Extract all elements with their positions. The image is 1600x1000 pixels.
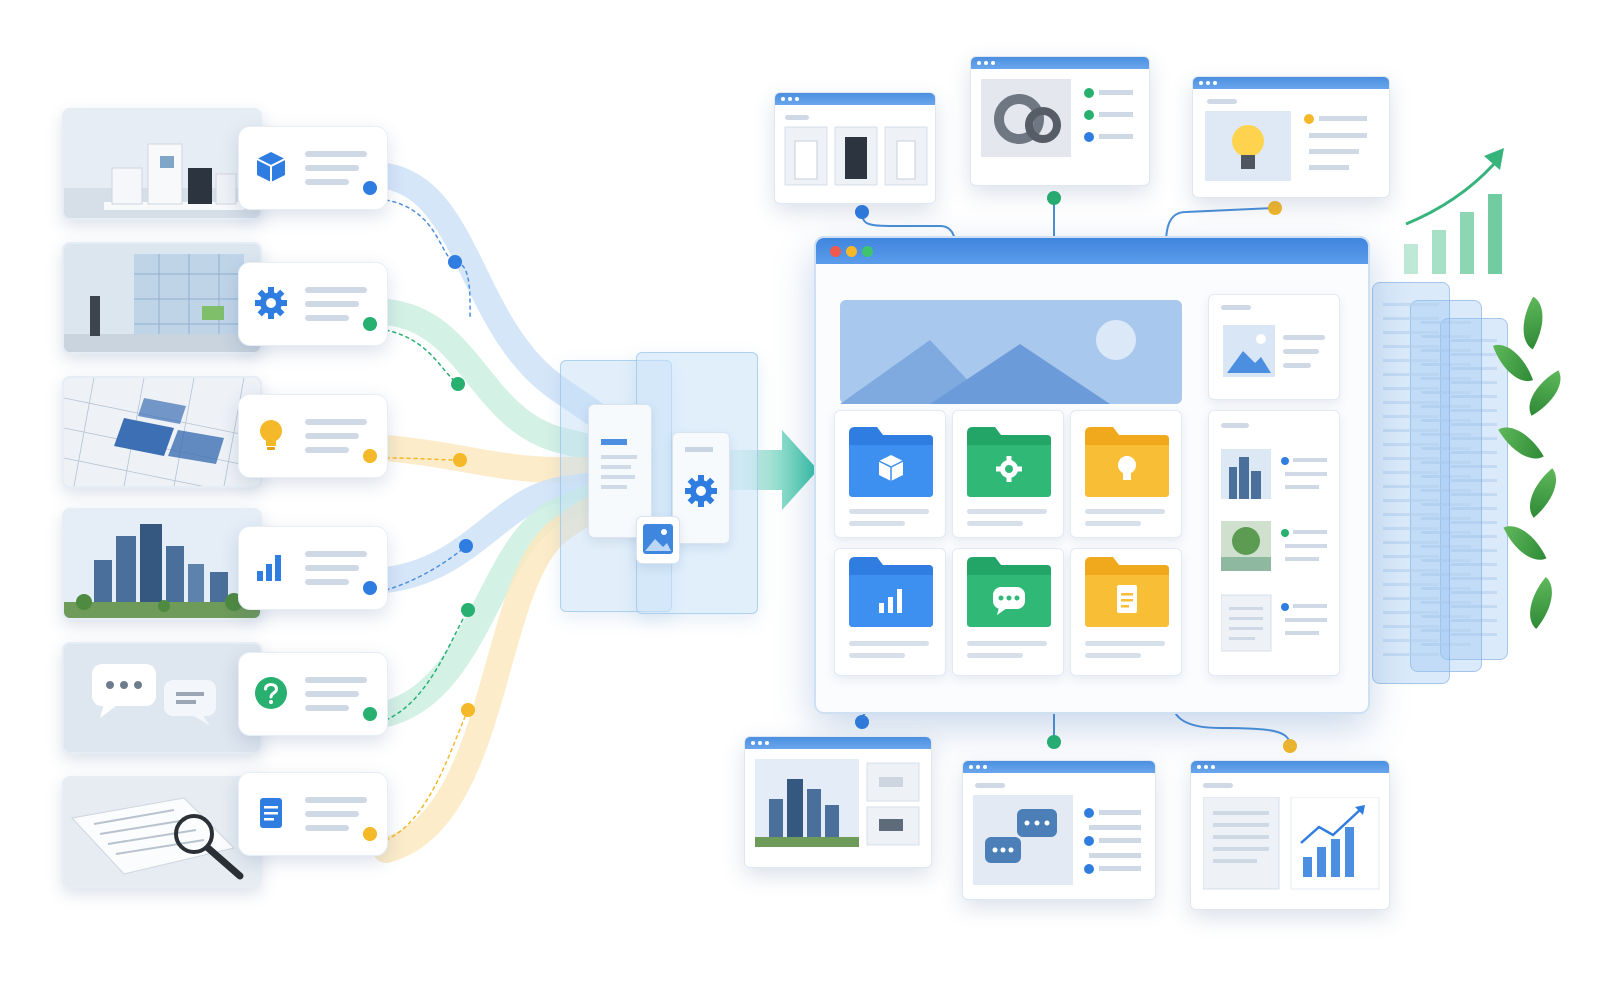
folder-yellow-icon [1085,427,1169,497]
appliances-photo [62,108,262,220]
growth-arrow-icon [1404,148,1504,274]
chat-window[interactable] [962,760,1156,900]
folder-tile-lightbulb[interactable] [1070,410,1182,538]
gears-content [981,79,1133,157]
chat-content [973,795,1141,885]
folder-tile-chart[interactable] [834,548,946,676]
folder-tile-chat[interactable] [952,548,1064,676]
source-chip-4[interactable] [238,526,388,610]
gears-window[interactable] [970,56,1150,186]
glass-office-photo [62,242,262,354]
document-icon [601,439,637,489]
source-chip-3[interactable] [238,394,388,478]
hero-image-placeholder [840,300,1182,404]
solar-blueprint-photo [62,376,262,488]
folder-green-icon [967,557,1051,627]
skyline-photo [62,508,262,620]
image-icon [1223,325,1275,377]
hub-gear-card [672,432,730,544]
lightbulb-content [1205,111,1367,181]
flow-nodes [448,255,475,717]
question-icon [255,677,287,709]
page-stack-1 [1372,282,1450,684]
appliances-window[interactable] [774,92,936,204]
document-search-photo [62,776,262,888]
image-icon [643,524,673,554]
chat-bubbles-photo [62,642,262,754]
source-chip-6[interactable] [238,772,388,856]
skyline-content [755,759,920,847]
main-window[interactable] [814,236,1370,714]
folder-green-icon [967,427,1051,497]
source-chip-2[interactable] [238,262,388,346]
sidebar-thumbs [1221,449,1327,652]
folder-blue-icon [849,427,933,497]
appliances-thumbs [784,126,928,186]
bar-chart-icon [257,555,281,581]
source-chip-1[interactable] [238,126,388,210]
lightbulb-window[interactable] [1192,76,1390,198]
folder-tile-cube[interactable] [834,410,946,538]
folder-tile-document[interactable] [1070,548,1182,676]
lightbulb-icon [260,420,282,450]
gear-icon [255,287,287,319]
folder-tile-gear[interactable] [952,410,1064,538]
chart-window[interactable] [1190,760,1390,910]
hub-image-card [636,516,680,564]
document-icon [260,798,282,828]
gear-icon [685,447,717,507]
cube-icon [256,152,286,182]
source-chip-5[interactable] [238,652,388,736]
folder-blue-icon [849,557,933,627]
main-window-titlebar [816,238,1368,264]
hub-document-card [588,404,652,538]
chart-content [1203,797,1380,890]
connector-nodes [855,191,1297,753]
skyline-window[interactable] [744,736,932,868]
sidebar-list [1208,410,1340,676]
folder-yellow-icon [1085,557,1169,627]
sidebar-card-image[interactable] [1208,294,1340,400]
